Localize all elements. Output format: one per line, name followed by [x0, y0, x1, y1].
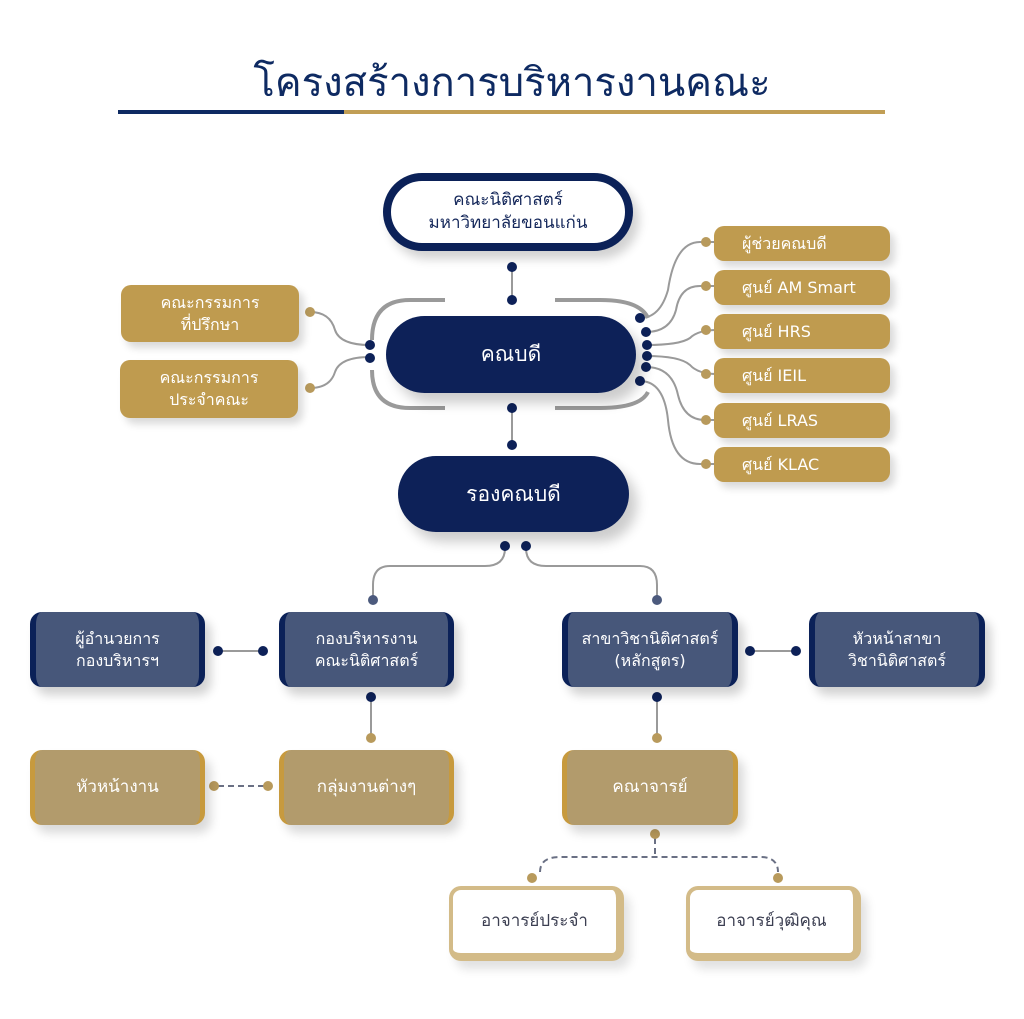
node-program-head: หัวหน้าสาขา วิชานิติศาสตร์: [809, 612, 985, 687]
dot: [635, 376, 645, 386]
dot: [642, 340, 652, 350]
faculty-staff-label: คณาจารย์: [612, 777, 688, 798]
dot: [635, 313, 645, 323]
faculty-line1: คณะนิติศาสตร์: [453, 190, 563, 211]
unit-label: ศูนย์ AM Smart: [742, 277, 856, 297]
dot: [305, 307, 315, 317]
node-assistant-dean: ผู้ช่วยคณบดี: [714, 226, 890, 261]
title-underline-gold: [344, 110, 885, 114]
admin-director-line1: ผู้อำนวยการ: [75, 628, 160, 648]
dot: [366, 692, 376, 702]
dot: [263, 781, 273, 791]
program-head-line2: วิชานิติศาสตร์: [847, 650, 947, 670]
connector-vicedean-left: [372, 547, 506, 600]
faculty-line2: มหาวิทยาลัยขอนแก่น: [428, 213, 588, 233]
admin-division-line1: กองบริหารงาน: [315, 628, 418, 648]
law-program-line1: สาขาวิชานิติศาสตร์: [581, 628, 719, 648]
dot: [701, 459, 711, 469]
node-center-lras: ศูนย์ LRAS: [714, 403, 890, 438]
dot: [641, 362, 651, 372]
admin-division-line2: คณะนิติศาสตร์: [314, 650, 419, 670]
node-center-klac: ศูนย์ KLAC: [714, 447, 890, 482]
connector-vicedean-right: [525, 547, 658, 600]
dot: [701, 281, 711, 291]
node-admin-director: ผู้อำนวยการ กองบริหารฯ: [30, 612, 205, 687]
dot: [366, 733, 376, 743]
node-faculty: คณะนิติศาสตร์ มหาวิทยาลัยขอนแก่น: [383, 173, 633, 251]
faculty-committee-line1: คณะกรรมการ: [159, 368, 259, 388]
node-center-hrs: ศูนย์ HRS: [714, 314, 890, 349]
advisory-line1: คณะกรรมการ: [160, 292, 260, 312]
work-groups-label: กลุ่มงานต่างๆ: [316, 777, 417, 798]
node-advisory-committee: คณะกรรมการ ที่ปรึกษา: [121, 285, 299, 342]
dot: [701, 325, 711, 335]
node-law-program: สาขาวิชานิติศาสตร์ (หลักสูตร): [562, 612, 738, 687]
connector-unit-5: [645, 366, 717, 421]
dot: [305, 383, 315, 393]
node-regular-lecturer: อาจารย์ประจำ: [449, 886, 624, 961]
dot: [652, 733, 662, 743]
dot: [521, 541, 531, 551]
dot: [213, 646, 223, 656]
dot: [773, 873, 783, 883]
program-head-line1: หัวหน้าสาขา: [852, 628, 942, 648]
node-section-head: หัวหน้างาน: [30, 750, 205, 825]
dot: [500, 541, 510, 551]
dean-bracket-right: [555, 298, 650, 410]
node-faculty-committee: คณะกรรมการ ประจำคณะ: [120, 360, 298, 418]
dot: [701, 415, 711, 425]
node-center-am-smart: ศูนย์ AM Smart: [714, 270, 890, 305]
dot: [507, 295, 517, 305]
dot: [745, 646, 755, 656]
dot: [652, 692, 662, 702]
node-faculty-staff: คณาจารย์: [562, 750, 738, 825]
connector-advisory: [309, 311, 371, 346]
faculty-committee-line2: ประจำคณะ: [169, 390, 249, 409]
dean-label: คณบดี: [480, 342, 542, 367]
admin-director-line2: กองบริหารฯ: [76, 650, 159, 670]
node-admin-division: กองบริหารงาน คณะนิติศาสตร์: [279, 612, 454, 687]
unit-label: ศูนย์ KLAC: [742, 454, 820, 474]
dot: [209, 781, 219, 791]
dean-bracket-left: [370, 298, 445, 410]
connector-unit-2: [645, 285, 717, 333]
dot: [507, 403, 517, 413]
page-title: โครงสร้างการบริหารงานคณะ: [253, 60, 771, 106]
dot: [507, 440, 517, 450]
title-underline-navy: [118, 110, 344, 114]
section-head-label: หัวหน้างาน: [76, 777, 159, 798]
dot: [365, 353, 375, 363]
dot: [365, 340, 375, 350]
dot: [701, 369, 711, 379]
dot: [791, 646, 801, 656]
connector-unit-1: [639, 241, 717, 319]
dot: [507, 262, 517, 272]
connector-staff-lecturers-dashed: [539, 838, 779, 873]
node-vice-dean: รองคณบดี: [398, 456, 629, 532]
connector-faculty-committee: [309, 356, 371, 389]
regular-lecturer-label: อาจารย์ประจำ: [481, 911, 588, 932]
dot: [642, 351, 652, 361]
unit-label: ศูนย์ HRS: [742, 321, 811, 341]
unit-label: ศูนย์ IEIL: [742, 365, 807, 385]
advisory-line2: ที่ปรึกษา: [180, 314, 240, 334]
node-work-groups: กลุ่มงานต่างๆ: [279, 750, 454, 825]
honorary-lecturer-label: อาจารย์วุฒิคุณ: [716, 911, 827, 932]
connector-unit-6: [639, 380, 717, 465]
node-honorary-lecturer: อาจารย์วุฒิคุณ: [686, 886, 861, 961]
vice-dean-label: รองคณบดี: [466, 481, 561, 506]
node-dean: คณบดี: [386, 316, 636, 393]
unit-label: ศูนย์ LRAS: [742, 410, 819, 430]
dot: [368, 595, 378, 605]
law-program-line2: (หลักสูตร): [614, 650, 686, 670]
dot: [650, 829, 660, 839]
unit-label: ผู้ช่วยคณบดี: [742, 233, 827, 253]
dot: [258, 646, 268, 656]
dot: [701, 237, 711, 247]
node-center-ieil: ศูนย์ IEIL: [714, 358, 890, 393]
dot: [527, 873, 537, 883]
dot: [641, 327, 651, 337]
dot: [652, 595, 662, 605]
